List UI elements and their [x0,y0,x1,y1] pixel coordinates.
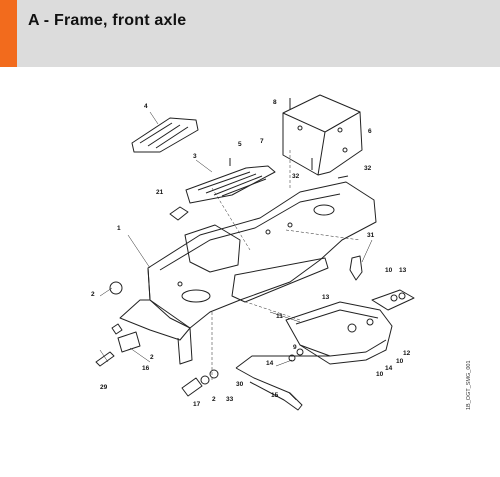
callout-13b: 13 [322,294,330,301]
callout-13: 13 [399,267,407,274]
callout-1: 1 [117,225,121,232]
callout-10c: 10 [376,371,384,378]
callout-29: 29 [100,384,108,391]
callout-2b: 2 [150,354,154,361]
clip-part [169,206,189,221]
callout-33: 33 [226,396,234,403]
callout-17: 17 [193,401,201,408]
callout-16: 16 [142,365,150,372]
main-frame-part [119,181,377,365]
callout-4: 4 [144,103,148,110]
dashed-lines [211,150,361,380]
foot-pad-part [131,117,199,153]
page-title: A - Frame, front axle [28,12,187,29]
callout-5: 5 [238,141,242,148]
callout-14b: 14 [266,360,274,367]
tie-rod-part [235,355,330,411]
callout-10: 10 [385,267,393,274]
page-header: A - Frame, front axle [0,0,500,67]
drawing-code: 1B_OGT_SMG_001 [466,360,472,410]
seat-bracket-part [282,94,363,176]
callout-7: 7 [260,138,264,145]
accent-bar [0,0,17,67]
callout-32b: 32 [364,165,372,172]
callout-3: 3 [193,153,197,160]
callout-2: 2 [91,291,95,298]
callout-2c: 2 [212,396,216,403]
bracket-part [349,255,363,281]
callout-30: 30 [236,381,244,388]
callout-21: 21 [156,189,164,196]
front-axle-part [285,289,415,365]
callout-10b: 10 [396,358,404,365]
callout-9: 9 [293,344,297,351]
small-hardware-parts [95,98,406,397]
callout-32: 32 [292,173,300,180]
callout-12: 12 [403,350,411,357]
callout-15: 15 [271,392,279,399]
callout-31: 31 [367,232,375,239]
step-plate-part [185,165,276,204]
callout-11: 11 [276,313,283,320]
exploded-parts-diagram: 4 8 6 5 7 3 32 32 21 1 31 10 13 2 13 11 … [91,94,415,411]
leader-lines [99,111,373,401]
callout-14: 14 [385,365,393,372]
callout-8: 8 [273,99,277,106]
callout-6: 6 [368,128,372,135]
